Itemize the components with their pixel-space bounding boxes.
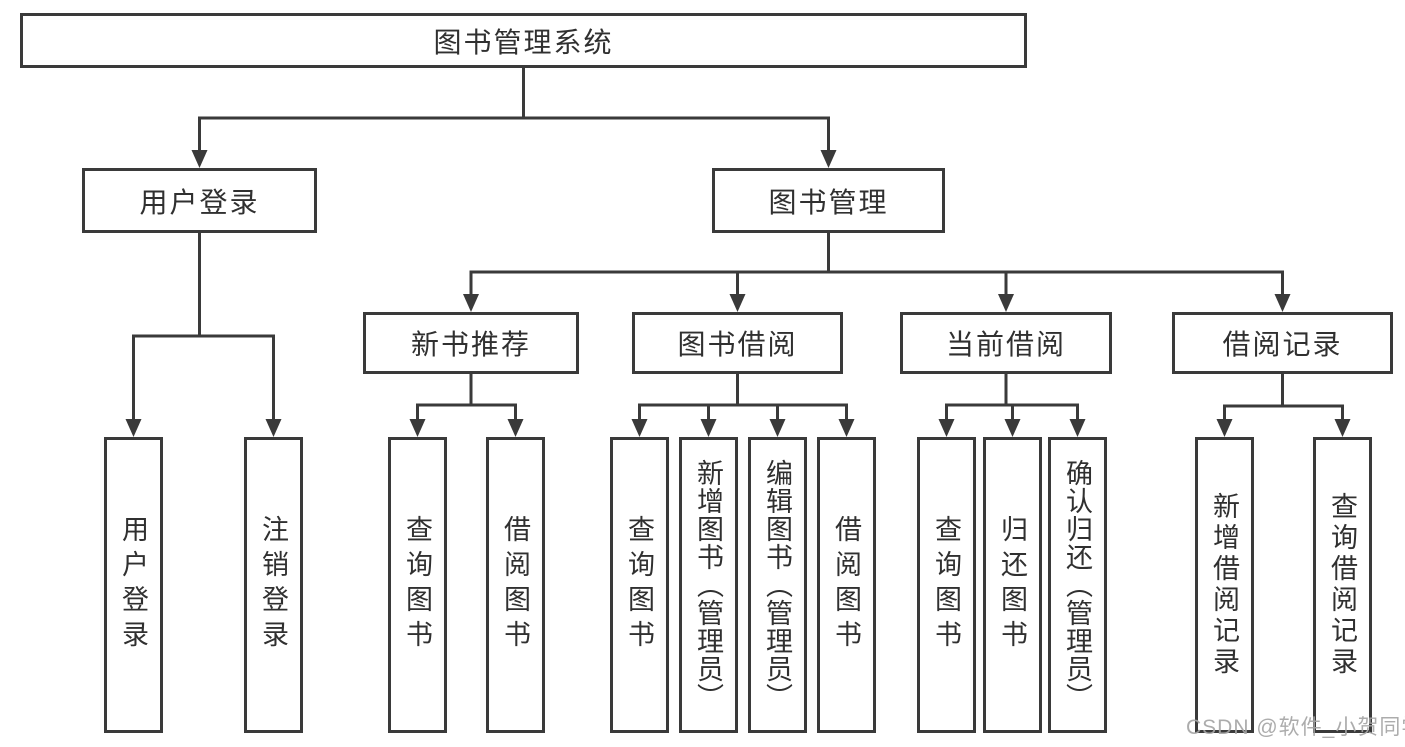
leaf-bb-query-books-label: 查询图书 xyxy=(624,515,654,655)
node-borrow-records-label: 借阅记录 xyxy=(1222,329,1343,360)
leaf-bb-add-book-admin: 新增图书（管理员） xyxy=(679,437,738,733)
leaf-logout: 注销登录 xyxy=(244,437,303,733)
node-borrow-records: 借阅记录 xyxy=(1172,312,1393,374)
leaf-cb-confirm-return-admin-label: 确认归还（管理员） xyxy=(1062,459,1092,711)
leaf-cb-query-books: 查询图书 xyxy=(917,437,976,733)
leaf-bb-add-book-admin-label: 新增图书（管理员） xyxy=(693,459,723,711)
node-user-login-label: 用户登录 xyxy=(139,186,260,218)
node-root: 图书管理系统 xyxy=(20,13,1027,68)
leaf-user-login: 用户登录 xyxy=(104,437,163,733)
csdn-watermark: CSDN @软件_小贺同学 xyxy=(1186,716,1405,739)
leaf-logout-label: 注销登录 xyxy=(258,515,288,655)
leaf-cb-return-book-label: 归还图书 xyxy=(997,515,1027,655)
node-current-borrow-label: 当前借阅 xyxy=(945,329,1066,360)
leaf-br-add-record: 新增借阅记录 xyxy=(1195,437,1254,733)
leaf-bb-edit-book-admin: 编辑图书（管理员） xyxy=(748,437,807,733)
leaf-nb-query-books: 查询图书 xyxy=(388,437,447,733)
leaf-bb-edit-book-admin-label: 编辑图书（管理员） xyxy=(762,459,792,711)
node-book-borrow-label: 图书借阅 xyxy=(677,329,798,360)
leaf-cb-query-books-label: 查询图书 xyxy=(931,515,961,655)
node-book-borrow: 图书借阅 xyxy=(632,312,843,374)
node-book-management: 图书管理 xyxy=(712,168,945,233)
leaf-bb-query-books: 查询图书 xyxy=(610,437,669,733)
leaf-nb-borrow-book: 借阅图书 xyxy=(486,437,545,733)
leaf-user-login-label: 用户登录 xyxy=(118,515,148,655)
node-new-book-recommend-label: 新书推荐 xyxy=(410,329,531,360)
leaf-nb-query-books-label: 查询图书 xyxy=(402,515,432,655)
leaf-bb-borrow-book-label: 借阅图书 xyxy=(831,515,861,655)
leaf-br-add-record-label: 新增借阅记录 xyxy=(1209,492,1239,678)
node-root-label: 图书管理系统 xyxy=(433,26,614,58)
leaf-nb-borrow-book-label: 借阅图书 xyxy=(500,515,530,655)
leaf-br-query-record-label: 查询借阅记录 xyxy=(1327,492,1357,678)
leaf-cb-confirm-return-admin: 确认归还（管理员） xyxy=(1048,437,1107,733)
node-book-management-label: 图书管理 xyxy=(768,186,889,218)
node-new-book-recommend: 新书推荐 xyxy=(363,312,579,374)
node-user-login: 用户登录 xyxy=(82,168,317,233)
node-current-borrow: 当前借阅 xyxy=(900,312,1112,374)
leaf-bb-borrow-book: 借阅图书 xyxy=(817,437,876,733)
leaf-cb-return-book: 归还图书 xyxy=(983,437,1042,733)
leaf-br-query-record: 查询借阅记录 xyxy=(1313,437,1372,733)
